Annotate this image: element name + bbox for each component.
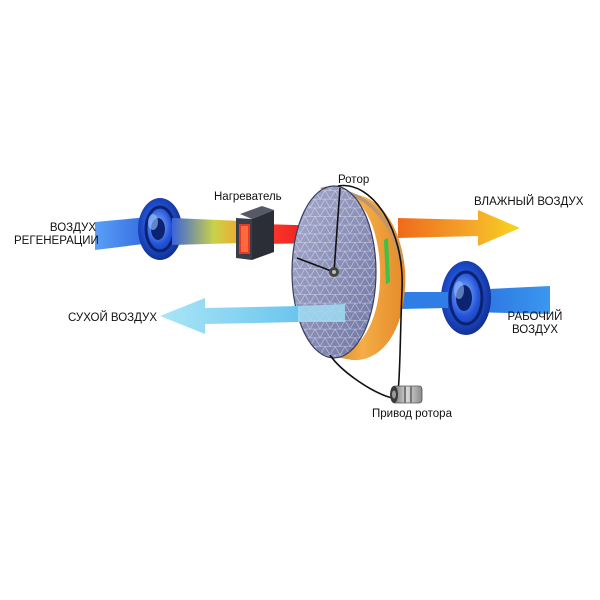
heater-label: Нагреватель (214, 191, 282, 203)
process-to-rotor-stream (400, 292, 448, 309)
regen-air-label-line2: РЕГЕНЕРАЦИИ (14, 235, 99, 247)
humid-air-label: ВЛАЖНЫЙ ВОЗДУХ (474, 196, 584, 208)
desiccant-rotor-icon (291, 184, 406, 399)
process-air-label: РАБОЧИЙ ВОЗДУХ (504, 311, 566, 337)
dry-air-label: СУХОЙ ВОЗДУХ (68, 312, 157, 324)
rotor-label: Ротор (338, 174, 370, 186)
centrifugal-fan-icon (441, 261, 491, 335)
regen-to-heater-stream (172, 218, 242, 245)
process-air-label-line1: РАБОЧИЙ (507, 311, 563, 323)
heater-icon (236, 206, 274, 260)
regen-air-label: ВОЗДУХ РЕГЕНЕРАЦИИ (14, 222, 99, 248)
humid-air-arrow (398, 210, 520, 246)
process-air-label-line2: ВОЗДУХ (511, 324, 559, 336)
dry-air-arrow (160, 298, 345, 334)
rotor-drive-label: Привод ротора (372, 408, 452, 420)
centrifugal-fan-icon (138, 198, 182, 260)
regen-air-label-line1: ВОЗДУХ (49, 222, 96, 234)
drive-motor-icon (390, 385, 423, 404)
